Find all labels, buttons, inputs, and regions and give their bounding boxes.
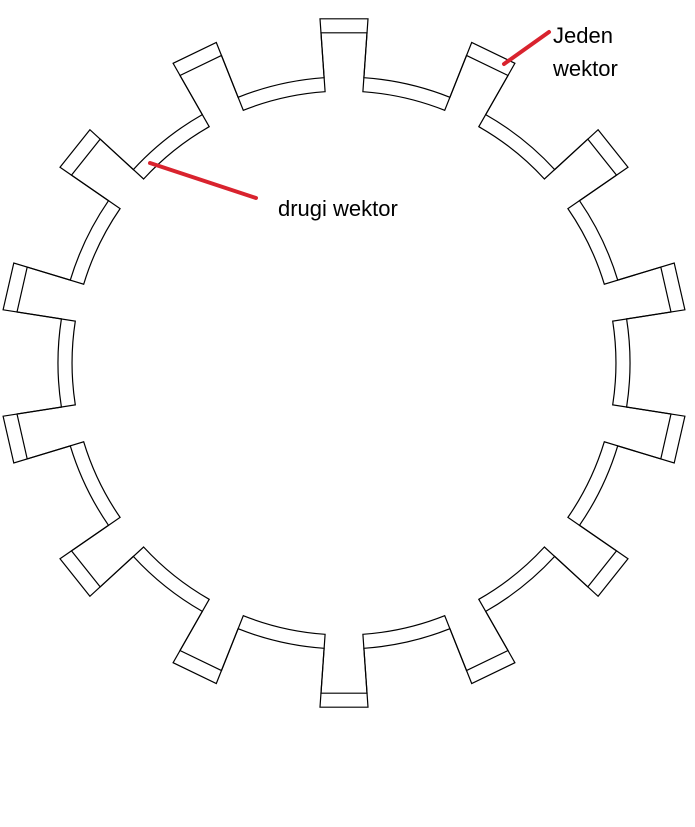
pointer-line-drugi-wektor <box>148 161 258 200</box>
gear-outer-outline <box>2 18 686 708</box>
pointer-line-jeden-wektor <box>502 30 551 66</box>
label-wektor: wektor <box>552 56 618 81</box>
gear-inner-outline <box>16 32 672 694</box>
label-drugi-wektor: drugi wektor <box>278 196 398 221</box>
label-jeden: Jeden <box>553 23 613 48</box>
